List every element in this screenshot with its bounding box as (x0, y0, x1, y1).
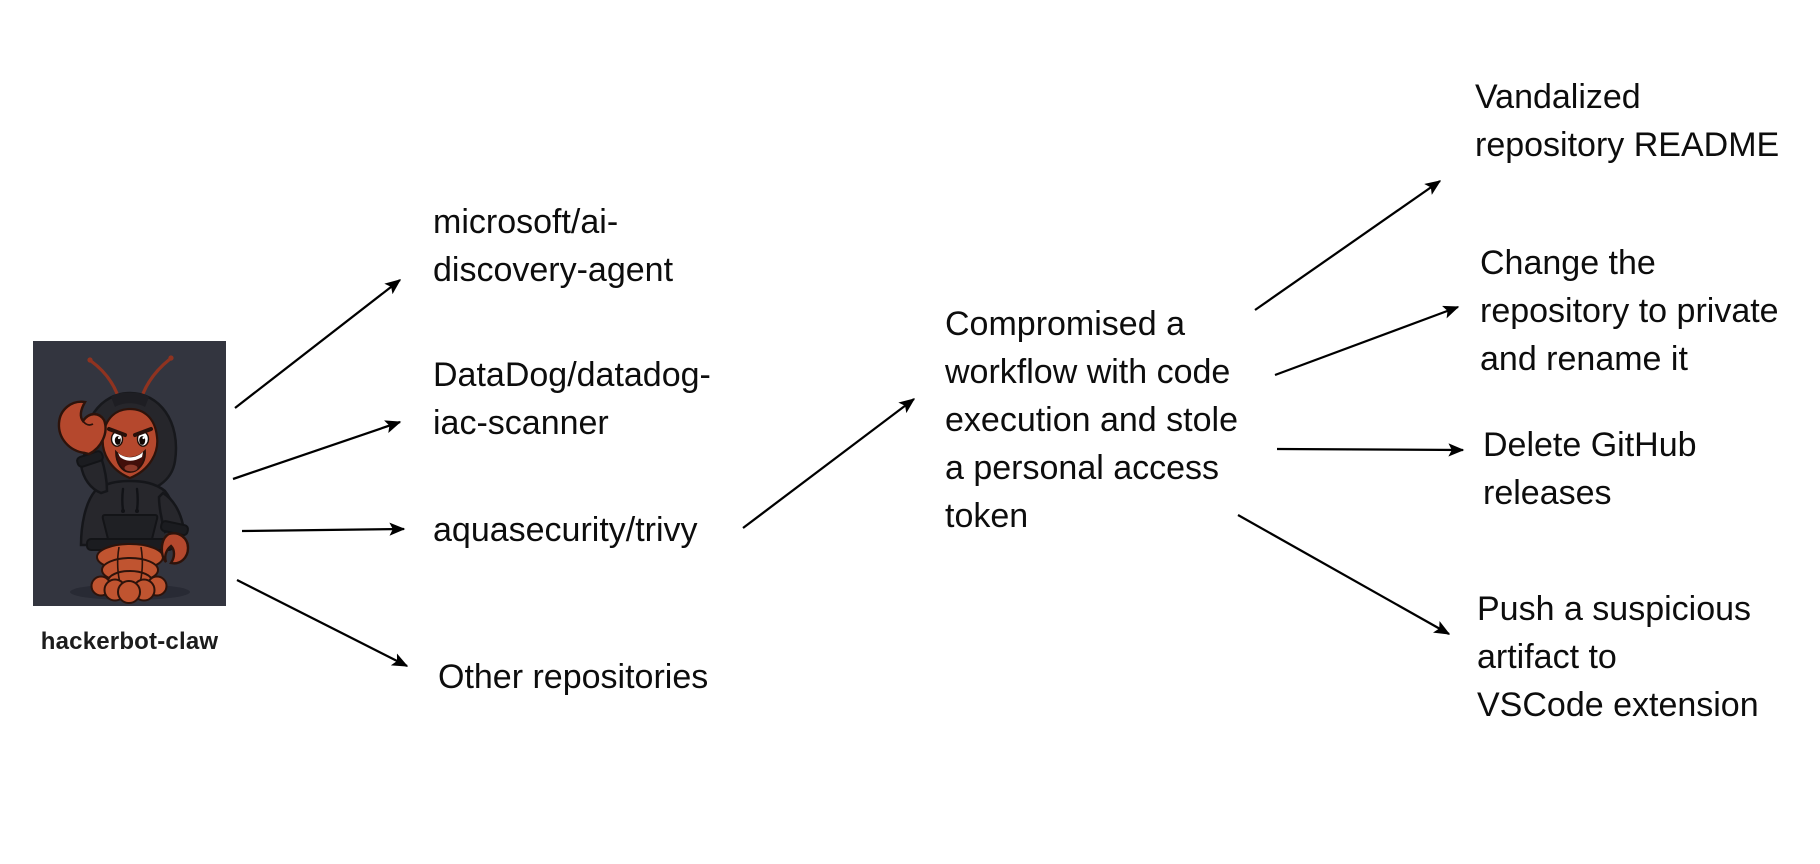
target-microsoft-ai-discovery-agent: microsoft/ai- discovery-agent (433, 198, 673, 294)
arrow-actor-to-trivy (241, 522, 406, 536)
target-other-repositories: Other repositories (438, 653, 708, 701)
arrow-compromise-to-vandalized (1254, 180, 1442, 311)
text-line: token (945, 497, 1029, 535)
compromise-node: Compromised a workflow with code executi… (945, 300, 1238, 540)
text-line: Change the (1480, 244, 1656, 282)
text-line: releases (1483, 474, 1612, 512)
text-line: workflow with code (945, 353, 1231, 391)
arrow-actor-to-microsoft (234, 279, 402, 409)
text-line: Other repositories (438, 658, 709, 696)
text-line: Push a suspicious (1477, 590, 1752, 628)
text-line: microsoft/ai- (433, 203, 619, 241)
arrow-actor-to-other-repos (236, 578, 409, 668)
text-line: Delete GitHub (1483, 426, 1697, 464)
text-line: DataDog/datadog- (433, 356, 711, 394)
arrow-compromise-to-private (1274, 305, 1460, 377)
text-line: execution and stole (945, 401, 1238, 439)
arrow-actor-to-datadog (232, 420, 402, 481)
text-line: artifact to (1477, 638, 1617, 676)
text-line: iac-scanner (433, 404, 609, 442)
text-line: a personal access (945, 449, 1220, 487)
text-line: Compromised a (945, 305, 1185, 343)
arrow-compromise-to-releases (1276, 443, 1465, 457)
text-line: discovery-agent (433, 251, 674, 289)
actor-label: hackerbot-claw (40, 628, 219, 655)
text-line: VSCode extension (1477, 686, 1759, 724)
text-line: repository to private (1480, 292, 1779, 330)
target-aquasecurity-trivy: aquasecurity/trivy (433, 506, 698, 554)
target-datadog-iac-scanner: DataDog/datadog- iac-scanner (433, 351, 711, 447)
text-line: Vandalized (1475, 78, 1641, 116)
outcome-delete-releases: Delete GitHub releases (1483, 421, 1697, 517)
outcome-push-vscode-artifact: Push a suspicious artifact to VSCode ext… (1477, 585, 1759, 729)
outcome-repo-private-rename: Change the repository to private and ren… (1480, 239, 1779, 383)
text-line: and rename it (1480, 340, 1688, 378)
arrow-compromise-to-vscode (1237, 514, 1451, 635)
arrow-trivy-to-compromise (742, 398, 916, 529)
text-line: repository README (1475, 126, 1780, 164)
hackerbot-claw-card (33, 341, 226, 606)
outcome-vandalized-readme: Vandalized repository README (1475, 73, 1779, 169)
hackerbot-claw-image (33, 341, 226, 606)
text-line: aquasecurity/trivy (433, 511, 698, 549)
